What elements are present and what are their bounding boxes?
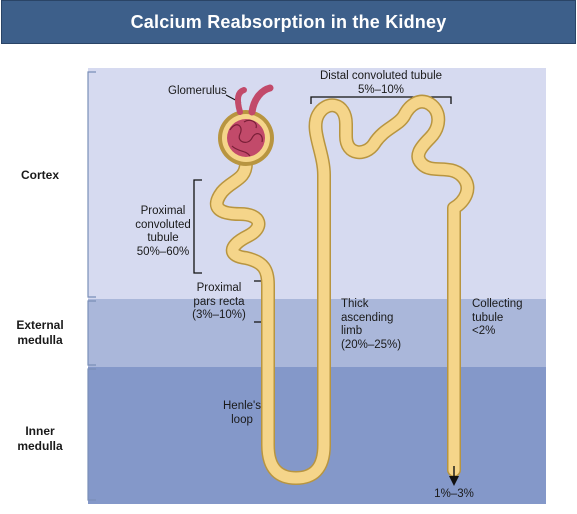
label-thick-ascending-limb: Thick ascending limb (20%–25%) (341, 298, 402, 351)
zone-label-cortex: Cortex (20, 168, 59, 182)
label-proximal-tubule: Proximal convoluted tubule 50%–60% (135, 205, 191, 258)
glomerulus-capsule (218, 84, 274, 166)
label-collecting-tubule: Collecting tubule <2% (472, 298, 523, 337)
label-outflow: 1%–3% (434, 488, 474, 500)
zone-brackets (87, 71, 96, 501)
label-glomerulus: Glomerulus (168, 85, 227, 97)
nephron-tubule (209, 94, 475, 485)
zone-label-external-medulla: External medulla (16, 318, 64, 347)
label-distal-tubule: Distal convoluted tubule 5%–10% (319, 70, 443, 96)
outflow-arrow (449, 466, 459, 486)
diagram-title: Calcium Reabsorption in the Kidney (130, 11, 447, 32)
title-bar: Calcium Reabsorption in the Kidney (1, 0, 576, 44)
label-henle-loop: Henle's loop (223, 400, 261, 426)
zone-label-inner-medulla: Inner medulla (17, 424, 63, 453)
label-pars-recta: Proximal pars recta (3%–10%) (192, 282, 246, 321)
